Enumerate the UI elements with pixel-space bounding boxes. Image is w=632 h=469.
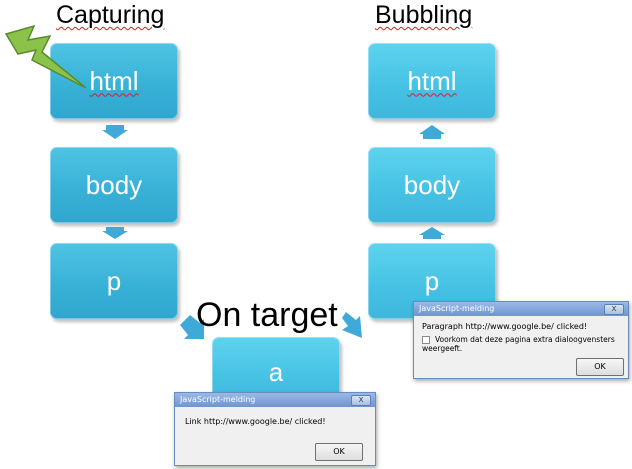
lightning-bolt-icon [4, 24, 87, 89]
bubbling-html-box: html [368, 43, 496, 119]
bubbling-title: Bubbling [375, 1, 473, 29]
capturing-p-label: p [106, 265, 122, 296]
bubbling-arrow-from-target-icon [342, 312, 362, 338]
dialog-message: Link http://www.google.be/ clicked! [185, 417, 326, 426]
suppress-dialogs-label: Voorkom dat deze pagina extra dialoogven… [422, 335, 615, 353]
capturing-p-box: p [50, 243, 178, 319]
capturing-html-label: html [89, 65, 139, 96]
capturing-arrow-to-target-icon [180, 315, 204, 339]
close-icon[interactable]: X [351, 395, 371, 406]
close-icon[interactable]: X [604, 304, 624, 315]
capturing-title: Capturing [56, 1, 165, 29]
bubbling-body-label: body [403, 169, 461, 200]
link-alert-dialog: JavaScript-melding X Link http://www.goo… [174, 392, 376, 466]
dialog-title: JavaScript-melding [419, 304, 495, 313]
bubbling-body-box: body [368, 147, 496, 223]
paragraph-alert-dialog: JavaScript-melding X Paragraph http://ww… [413, 301, 629, 379]
dialog-message: Paragraph http://www.google.be/ clicked! [422, 322, 588, 331]
bubbling-arrow-up-icon [419, 125, 445, 139]
bubbling-arrow-up-icon [419, 227, 445, 239]
ok-button[interactable]: OK [576, 358, 624, 376]
capturing-body-label: body [85, 169, 143, 200]
dialog-titlebar: JavaScript-melding X [414, 302, 628, 316]
ok-button[interactable]: OK [315, 443, 363, 461]
capturing-arrow-down-icon [102, 125, 128, 139]
suppress-dialogs-checkbox[interactable] [422, 336, 430, 344]
bubbling-p-label: p [424, 265, 440, 296]
suppress-dialogs-row[interactable]: Voorkom dat deze pagina extra dialoogven… [422, 335, 628, 353]
target-a-label: a [268, 356, 284, 387]
dialog-titlebar: JavaScript-melding X [175, 393, 375, 407]
on-target-title: On target [196, 296, 338, 334]
dialog-title: JavaScript-melding [180, 395, 256, 404]
capturing-arrow-down-icon [102, 227, 128, 239]
bubbling-html-label: html [407, 65, 457, 96]
capturing-body-box: body [50, 147, 178, 223]
